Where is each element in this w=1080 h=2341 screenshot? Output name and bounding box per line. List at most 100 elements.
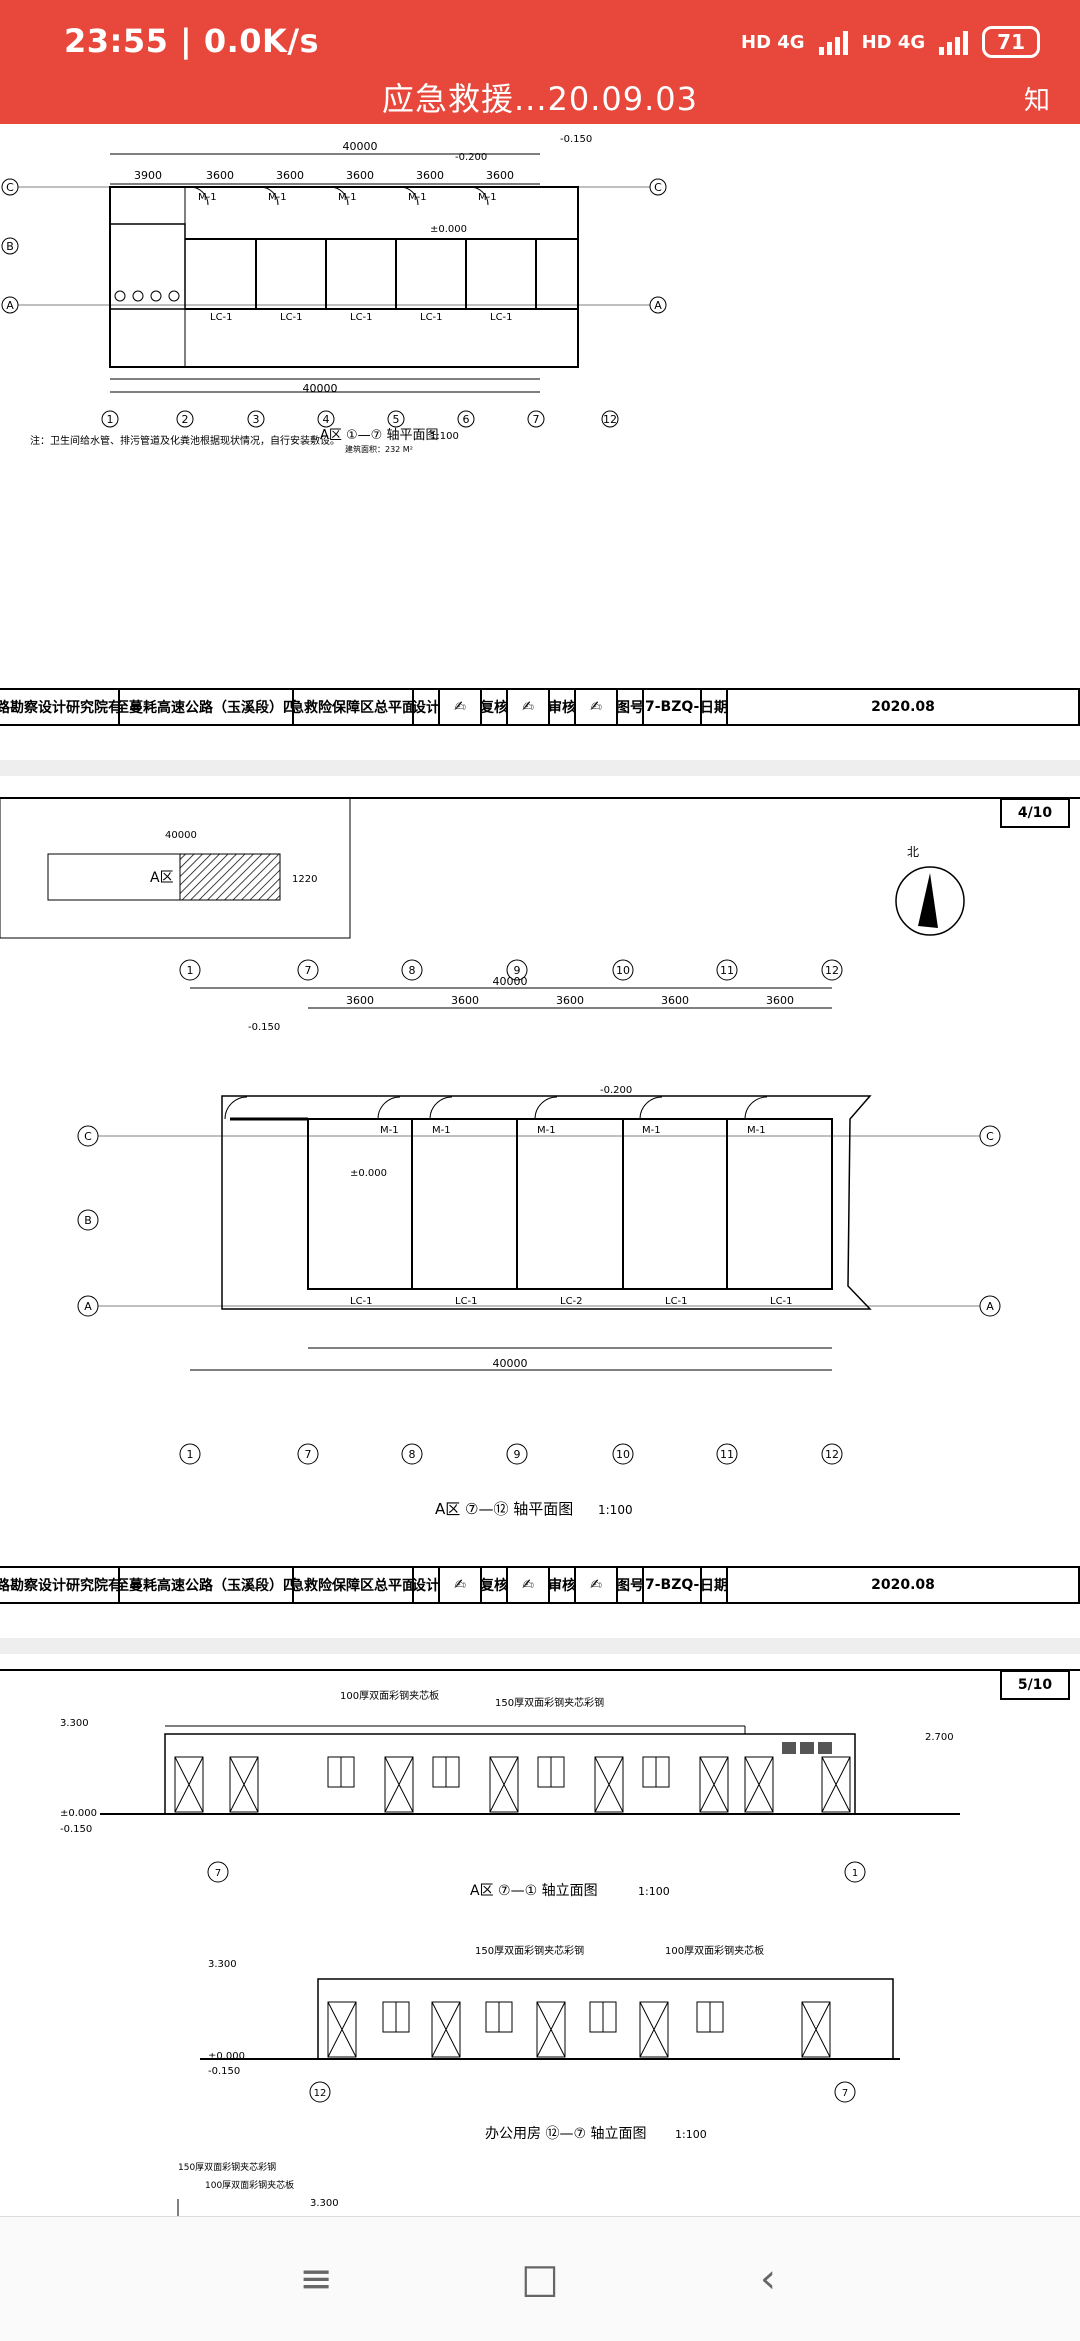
plan2-top-axes: 1 7 8 9 10 11 12 — [179, 959, 843, 981]
svg-text:B: B — [6, 240, 14, 253]
svg-text:3600: 3600 — [346, 169, 374, 182]
elev2-note2: 150厚双面彩钢夹芯彩钢 — [475, 1944, 584, 1957]
plan2-level: ±0.000 — [350, 1168, 387, 1179]
svg-text:3600: 3600 — [486, 169, 514, 182]
svg-text:3600: 3600 — [451, 994, 479, 1007]
app-header: 23:55 | 0.0K/s HD 4G HD 4G 71 应急救援...20.… — [0, 0, 1080, 124]
drawing-page-elevations[interactable]: 5/10 3.300 2.700 ±0.000 -0.150 — [0, 1654, 1080, 2216]
elev2-h1: 3.300 — [208, 1959, 237, 1970]
elev1-h3: ±0.000 — [60, 1808, 97, 1819]
signature-check: ✍ — [508, 690, 550, 724]
svg-text:3600: 3600 — [661, 994, 689, 1007]
svg-text:LC-1: LC-1 — [350, 312, 373, 323]
svg-text:3600: 3600 — [556, 994, 584, 1007]
plan1-level-3: -0.150 — [560, 134, 592, 145]
battery-icon: 71 — [982, 26, 1040, 58]
svg-text:C: C — [654, 181, 662, 194]
plan1-row-axes: C B A C A — [1, 178, 667, 314]
svg-text:C: C — [6, 181, 14, 194]
svg-text:3600: 3600 — [766, 994, 794, 1007]
elev2-note1: 100厚双面彩钢夹芯板 — [665, 1944, 764, 1957]
elev1-caption: A区 ⑦—① 轴立面图 — [470, 1883, 598, 1899]
svg-text:M-1: M-1 — [747, 1125, 766, 1136]
svg-text:LC-1: LC-1 — [665, 1296, 688, 1307]
elev2-axis-right: 7 — [842, 2088, 848, 2099]
svg-text:A: A — [84, 1300, 92, 1313]
signature-check-2: ✍ — [508, 1568, 550, 1602]
elev2-h3: ±0.000 — [208, 2051, 245, 2062]
svg-text:1: 1 — [187, 964, 194, 977]
signal-icon-2 — [939, 29, 969, 55]
elev1-axis-left: 7 — [215, 1868, 221, 1879]
svg-text:M-1: M-1 — [537, 1125, 556, 1136]
svg-text:3600: 3600 — [346, 994, 374, 1007]
plan2-bottom-total: 40000 — [493, 1357, 528, 1370]
svg-text:6: 6 — [463, 413, 470, 426]
home-nav-button[interactable]: □ — [521, 2256, 559, 2302]
elev3-note1: 100厚双面彩钢夹芯板 — [205, 2179, 294, 2191]
svg-text:LC-1: LC-1 — [210, 312, 233, 323]
svg-text:B: B — [84, 1214, 92, 1227]
svg-text:11: 11 — [720, 1448, 734, 1461]
svg-text:C: C — [84, 1130, 92, 1143]
svg-text:9: 9 — [514, 964, 521, 977]
elev3-note2: 150厚双面彩钢夹芯彩钢 — [178, 2161, 276, 2173]
svg-text:8: 8 — [409, 964, 416, 977]
svg-text:3600: 3600 — [206, 169, 234, 182]
elev2-windows — [382, 2001, 724, 2033]
svg-text:10: 10 — [616, 964, 630, 977]
status-time: 23:55 | 0.0K/s — [64, 22, 320, 60]
svg-text:4: 4 — [323, 413, 330, 426]
signature-design-2: ✍ — [440, 1568, 482, 1602]
elev2-h4: -0.150 — [208, 2066, 240, 2077]
elev1-note2: 150厚双面彩钢夹芯彩钢 — [495, 1696, 604, 1709]
svg-text:7: 7 — [305, 964, 312, 977]
svg-text:2: 2 — [182, 413, 189, 426]
elev1-h1: 3.300 — [60, 1718, 89, 1729]
title-block-1: 第一公路勘察设计研究院有限公司 元江至蔓耗高速公路（玉溪段）四标段 应急救险保障… — [0, 688, 1080, 726]
svg-text:M-1: M-1 — [432, 1125, 451, 1136]
drawing-page-plan2[interactable]: 4/10 40000 A区 1220 北 1 7 8 9 10 11 12 40… — [0, 776, 1080, 1566]
svg-text:M-1: M-1 — [198, 192, 217, 203]
svg-text:3600: 3600 — [276, 169, 304, 182]
elev2-doors — [327, 2001, 831, 2058]
signature-design: ✍ — [440, 690, 482, 724]
svg-text:M-1: M-1 — [380, 1125, 399, 1136]
svg-text:LC-1: LC-1 — [280, 312, 303, 323]
elev2-caption: 办公用房 ⑫—⑦ 轴立面图 — [485, 2126, 646, 2142]
plan1-caption: A区 ①—⑦ 轴平面图 — [320, 428, 438, 443]
svg-text:10: 10 — [616, 1448, 630, 1461]
svg-text:12: 12 — [825, 1448, 839, 1461]
elev1-scale: 1:100 — [638, 1885, 670, 1898]
svg-text:3600: 3600 — [416, 169, 444, 182]
back-nav-button[interactable]: ‹ — [760, 2256, 776, 2302]
plan1-scale: 1:100 — [430, 431, 459, 442]
svg-text:7: 7 — [533, 413, 540, 426]
plan2-caption: A区 ⑦—⑫ 轴平面图 — [435, 1500, 573, 1518]
svg-text:LC-1: LC-1 — [455, 1296, 478, 1307]
elev2-scale: 1:100 — [675, 2128, 707, 2141]
plan2-door-labels: M-1 M-1 M-1 M-1 M-1 — [380, 1125, 766, 1136]
svg-text:1: 1 — [107, 413, 114, 426]
plan1-window-labels: LC-1 LC-1 LC-1 LC-1 LC-1 — [210, 312, 513, 323]
svg-text:12: 12 — [603, 413, 617, 426]
zhi-button[interactable]: 知 — [1023, 86, 1050, 116]
keyplan-dim: 1220 — [292, 874, 317, 885]
drawing-page-plan1[interactable]: 40000 3900 3600 3600 3600 3600 3600 — [0, 124, 1080, 754]
menu-nav-button[interactable]: ≡ — [299, 2256, 333, 2302]
svg-text:C: C — [986, 1130, 994, 1143]
keyplan-total: 40000 — [165, 830, 197, 841]
system-nav-bar: ≡ □ ‹ — [0, 2216, 1080, 2341]
svg-text:A: A — [6, 299, 14, 312]
page-separator-1 — [0, 760, 1080, 776]
svg-text:9: 9 — [514, 1448, 521, 1461]
plan1-level: ±0.000 — [430, 224, 467, 235]
elev1-h4: -0.150 — [60, 1824, 92, 1835]
plan1-level-2: -0.200 — [455, 152, 487, 163]
plan2-scale: 1:100 — [598, 1503, 633, 1517]
plan2-level-2: -0.150 — [248, 1022, 280, 1033]
north-label: 北 — [907, 845, 919, 859]
plan1-area: 建筑面积：232 M² — [345, 444, 413, 454]
signal-icon — [818, 29, 848, 55]
plan2-door-arcs — [224, 1096, 768, 1120]
